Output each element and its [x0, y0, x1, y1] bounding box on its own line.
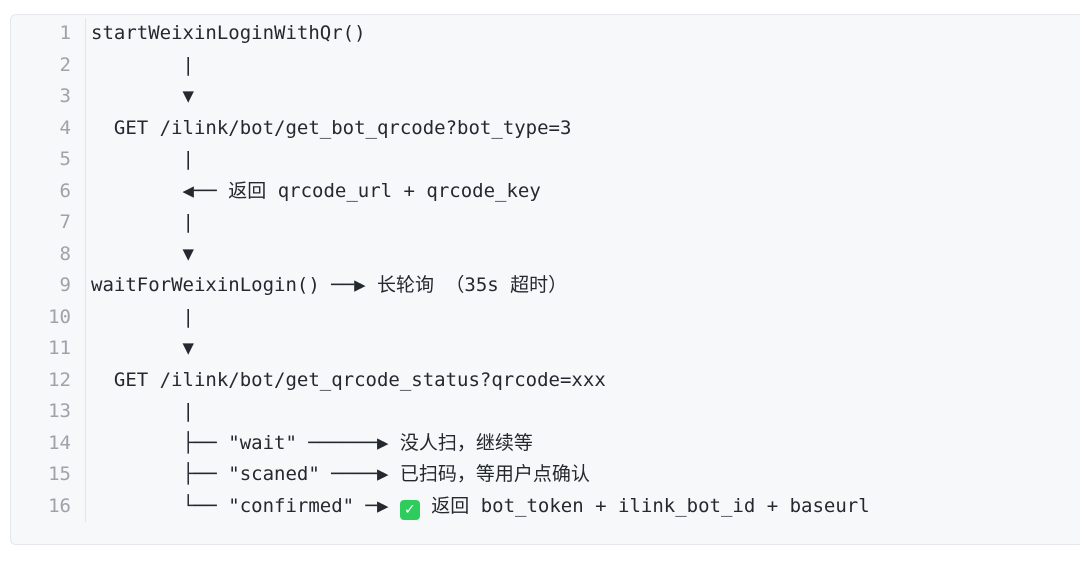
code-line: 13 | — [11, 396, 1080, 428]
line-number: 11 — [11, 333, 86, 365]
line-number: 3 — [11, 81, 86, 113]
code-text: ├── "scaned" ────▶ 已扫码，等用户点确认 — [91, 463, 590, 485]
line-number: 15 — [11, 459, 86, 491]
line-number: 1 — [11, 18, 86, 50]
code-line: 7 | — [11, 207, 1080, 239]
line-number: 13 — [11, 396, 86, 428]
code-text: startWeixinLoginWithQr() — [91, 22, 366, 44]
code-text: | — [91, 211, 194, 233]
line-number: 16 — [11, 490, 86, 522]
code-line: 4 GET /ilink/bot/get_bot_qrcode?bot_type… — [11, 112, 1080, 144]
line-number: 5 — [11, 144, 86, 176]
code-text: ▼ — [91, 242, 194, 265]
line-number: 12 — [11, 364, 86, 396]
code-block[interactable]: 1 startWeixinLoginWithQr() 2 | 3 ▼ 4 GET… — [10, 14, 1080, 545]
line-number: 9 — [11, 270, 86, 302]
code-line: 8 ▼ — [11, 238, 1080, 270]
code-text-post: 返回 bot_token + ilink_bot_id + baseurl — [419, 494, 870, 517]
code-line: 9 waitForWeixinLogin() ──▶ 长轮询 （35s 超时） — [11, 270, 1080, 302]
code-line: 6 ◀── 返回 qrcode_url + qrcode_key — [11, 175, 1080, 207]
code-text: | — [91, 53, 194, 76]
code-text: ├── "wait" ──────▶ 没人扫，继续等 — [91, 431, 533, 454]
code-text: GET /ilink/bot/get_qrcode_status?qrcode=… — [91, 368, 606, 391]
code-text-pre: └── "confirmed" ─▶ — [91, 494, 400, 517]
code-line: 14 ├── "wait" ──────▶ 没人扫，继续等 — [11, 427, 1080, 459]
code-line: 1 startWeixinLoginWithQr() — [11, 18, 1080, 50]
code-text: ▼ — [91, 337, 194, 359]
code-line: 10 | — [11, 301, 1080, 333]
code-text: waitForWeixinLogin() ──▶ 长轮询 （35s 超时） — [91, 274, 568, 296]
code-line: 12 GET /ilink/bot/get_qrcode_status?qrco… — [11, 364, 1080, 396]
code-line: 3 ▼ — [11, 81, 1080, 113]
code-line: 2 | — [11, 49, 1080, 81]
check-emoji-icon: ✓ — [399, 499, 420, 520]
code-text: └── "confirmed" ─▶ ✓ 返回 bot_token + ilin… — [86, 491, 870, 523]
line-number: 7 — [11, 207, 86, 239]
code-line: 11 ▼ — [11, 333, 1080, 365]
line-number: 2 — [11, 49, 86, 81]
code-text: ▼ — [91, 85, 194, 107]
code-text: | — [91, 305, 194, 328]
code-line: 16 └── "confirmed" ─▶ ✓ 返回 bot_token + i… — [11, 490, 1080, 523]
line-number: 10 — [11, 301, 86, 333]
line-number: 14 — [11, 427, 86, 459]
code-line: 15 ├── "scaned" ────▶ 已扫码，等用户点确认 — [11, 459, 1080, 491]
line-number: 8 — [11, 238, 86, 270]
code-text: ◀── 返回 qrcode_url + qrcode_key — [91, 179, 541, 202]
line-number: 6 — [11, 175, 86, 207]
code-text: GET /ilink/bot/get_bot_qrcode?bot_type=3 — [91, 116, 572, 139]
code-text: | — [91, 400, 194, 422]
code-line: 5 | — [11, 144, 1080, 176]
line-number: 4 — [11, 112, 86, 144]
code-text: | — [91, 148, 194, 170]
